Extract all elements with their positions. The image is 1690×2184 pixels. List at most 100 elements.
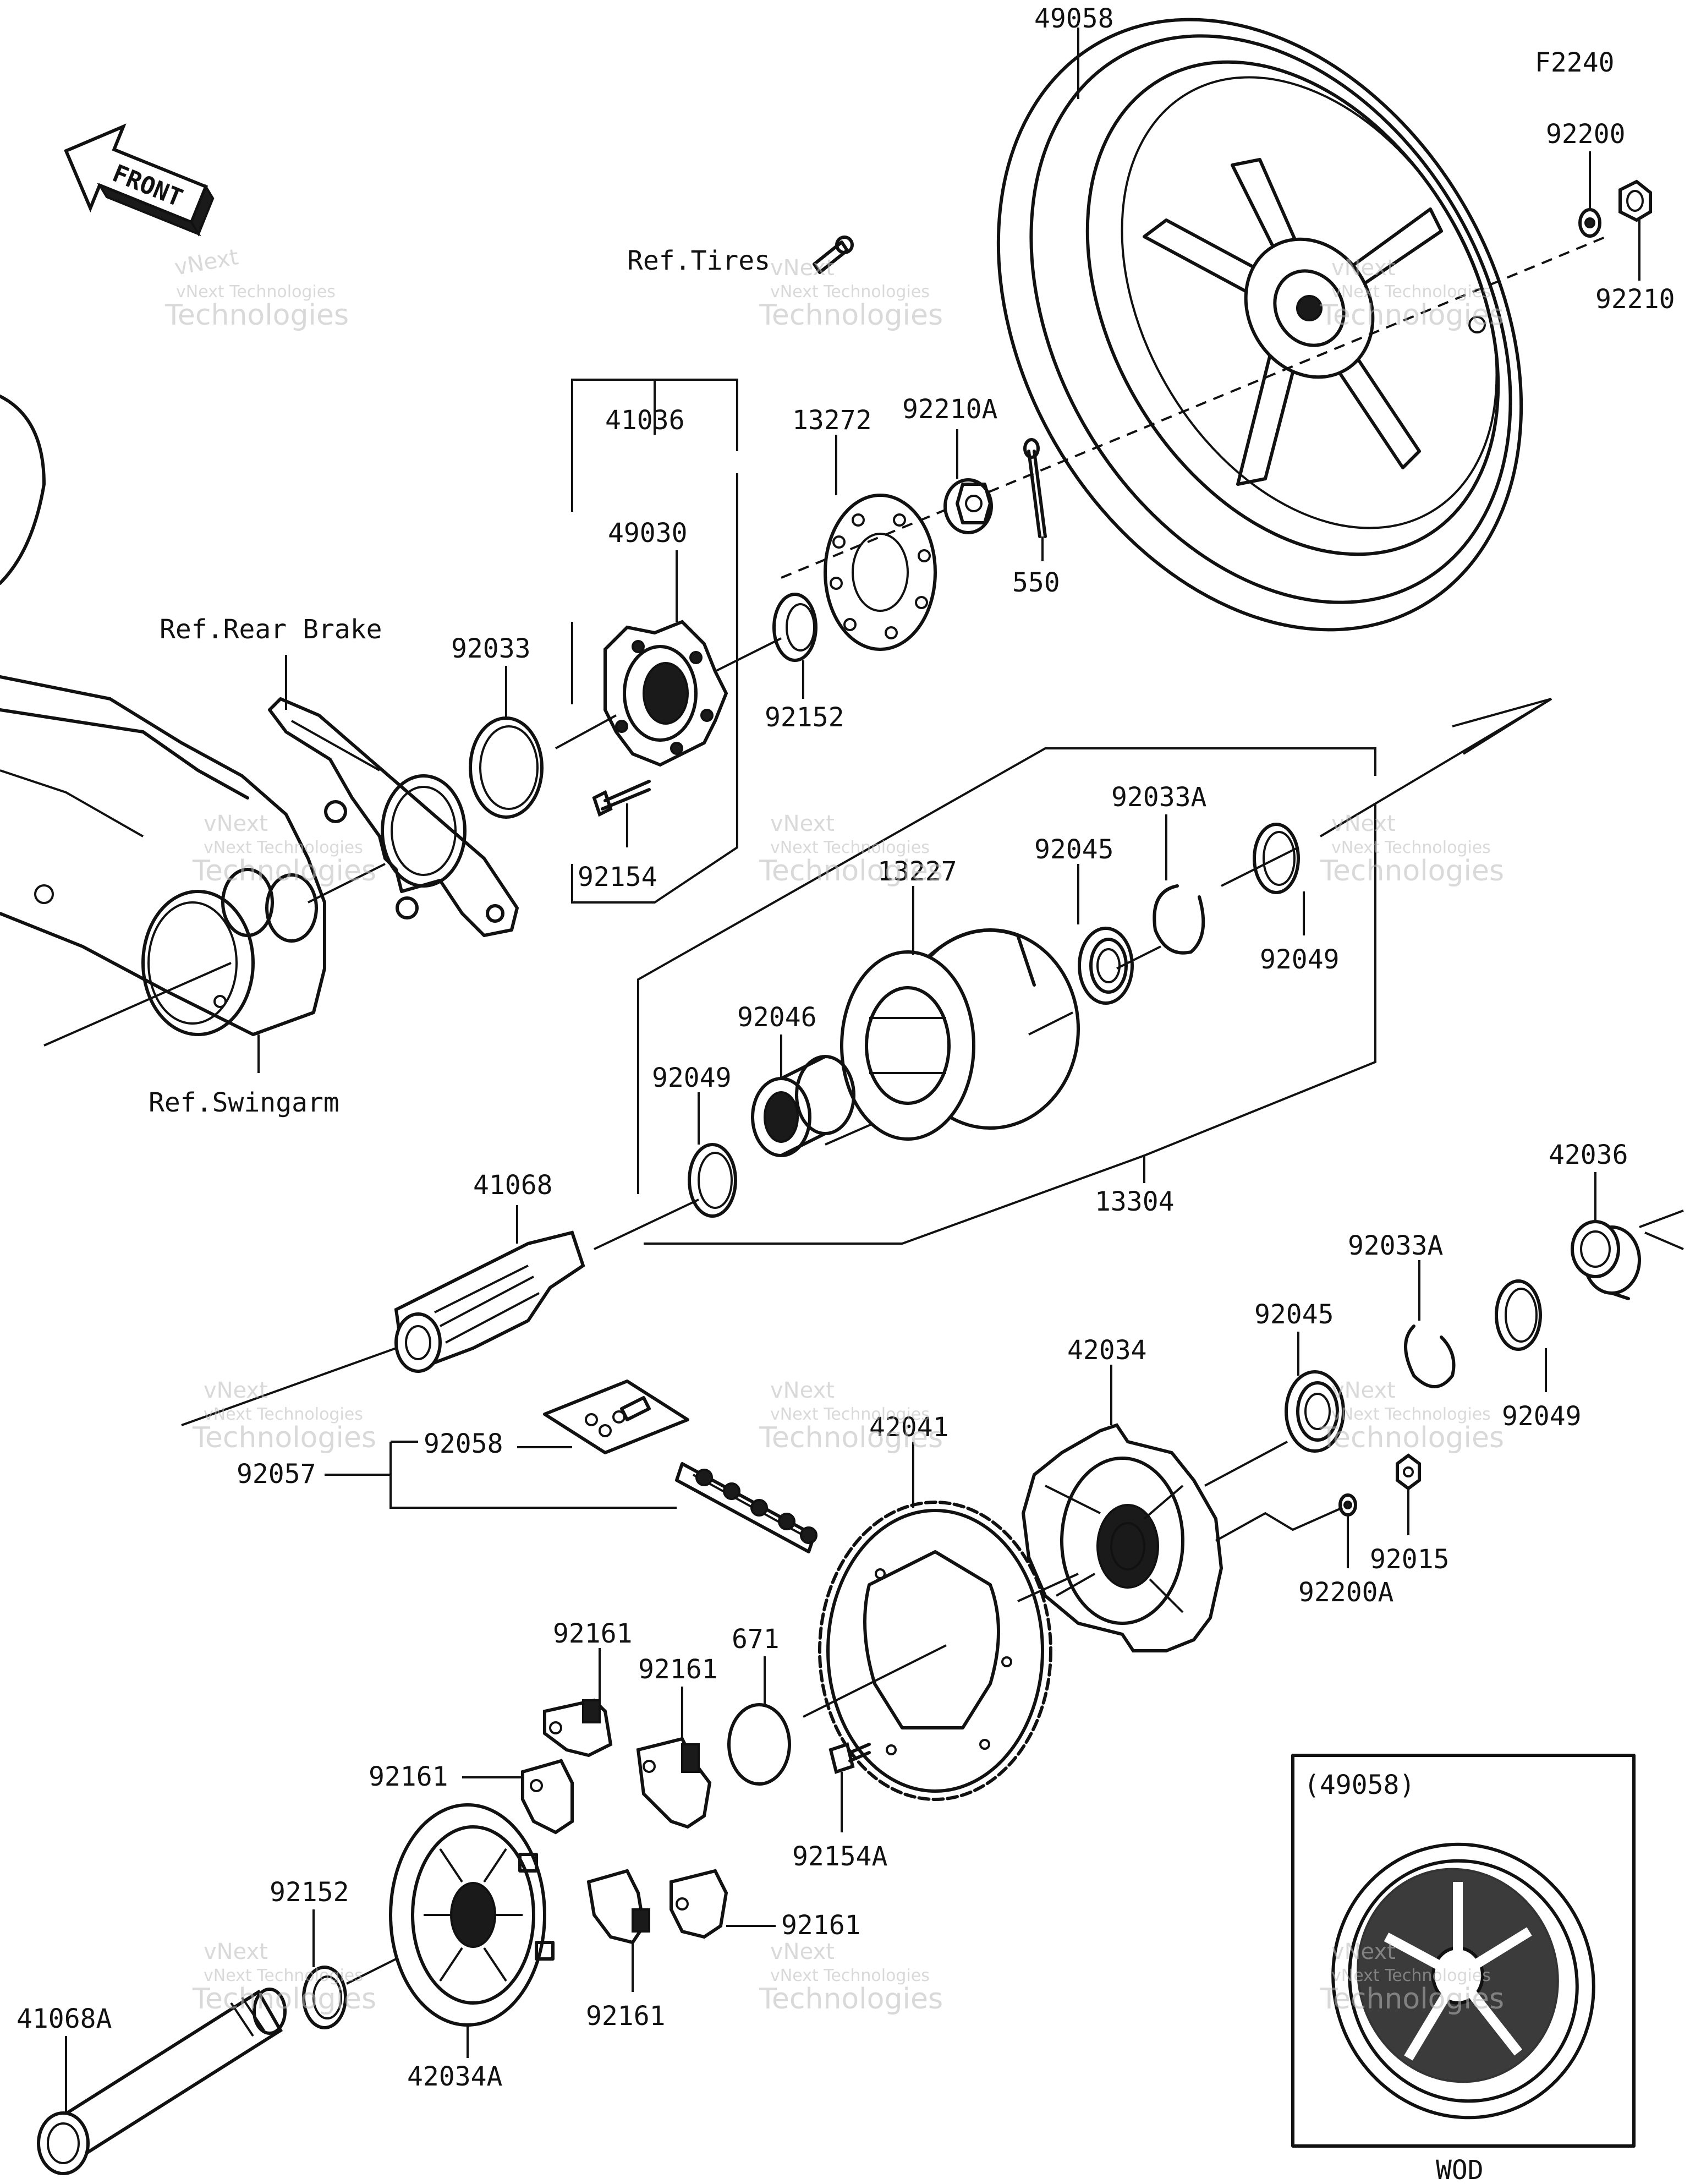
label-42041: 42041 (869, 1412, 949, 1443)
watermark-big: Technologies (164, 299, 349, 332)
label-92049-top-right: 92049 (1260, 944, 1340, 975)
watermark-big: Technologies (1320, 1983, 1504, 2016)
watermark-tag: vNext (1331, 1939, 1396, 1964)
label-41068: 41068 (473, 1170, 553, 1201)
plate-13272 (824, 494, 937, 651)
label-92033: 92033 (451, 633, 531, 664)
tire-valve-icon (813, 236, 854, 274)
label-92161-b: 92161 (638, 1654, 718, 1685)
watermark-big: Technologies (759, 1421, 943, 1454)
swingarm (0, 395, 326, 1036)
watermark-line: vNext Technologies (770, 838, 930, 857)
coupling-axis (346, 1958, 397, 1985)
watermark-line: vNext Technologies (1331, 1405, 1491, 1424)
label-42034: 42034 (1067, 1335, 1147, 1366)
ref-tires: Ref.Tires (627, 245, 770, 276)
nut-92210A (943, 478, 993, 534)
bolt-92154A (828, 1742, 871, 1774)
watermark-big: Technologies (1320, 299, 1504, 332)
damper-92161-a (543, 1698, 613, 1758)
label-92058: 92058 (424, 1428, 503, 1459)
axle-41068 (394, 1230, 585, 1373)
damper-92161-e (670, 1869, 728, 1939)
carrier-13227 (840, 928, 1080, 1141)
watermark-tag: vNext (204, 1378, 268, 1403)
damper-92161-d (586, 1869, 650, 1945)
leader-92057 (325, 1441, 677, 1509)
bearing-92045-bottom (1285, 1370, 1345, 1453)
label-92057: 92057 (237, 1459, 316, 1490)
figure-code: F2240 (1535, 47, 1615, 78)
watermark-tag: vNext (770, 255, 835, 281)
watermark-line: vNext Technologies (770, 1966, 930, 1985)
bracket-13304 (637, 747, 1376, 1245)
label-41036: 41036 (605, 405, 685, 436)
label-92161-a: 92161 (553, 1618, 633, 1649)
label-92161-e: 92161 (781, 1910, 861, 1941)
label-41068A: 41068A (17, 2004, 112, 2034)
watermark-line: vNext Technologies (770, 282, 930, 302)
ref-swingarm: Ref.Swingarm (149, 1087, 339, 1118)
label-92045-top: 92045 (1034, 834, 1114, 865)
watermark-line: vNext Technologies (1331, 838, 1491, 857)
watermark-tag: vNext (204, 1939, 268, 1964)
inset-caption: WOD (1436, 2155, 1484, 2184)
label-550: 550 (1012, 567, 1060, 598)
seal-92049-bottom (1495, 1279, 1542, 1351)
watermark-big: Technologies (192, 855, 376, 888)
seal-92049-top-right (1253, 823, 1300, 894)
label-92045-bottom: 92045 (1254, 1299, 1334, 1330)
watermark-big: Technologies (759, 1983, 943, 2016)
hub-42034 (1021, 1423, 1223, 1652)
watermark-tag: vNext (204, 811, 268, 836)
watermark-big: Technologies (192, 1421, 376, 1454)
watermark-group: vNext vNext Technologies Technologies vN… (164, 244, 1504, 2016)
label-92033A-bottom: 92033A (1348, 1230, 1443, 1261)
watermark-big: Technologies (759, 855, 943, 888)
label-92154: 92154 (578, 862, 657, 893)
label-92015: 92015 (1370, 1544, 1450, 1575)
watermark-tag: vNext (770, 1939, 835, 1964)
label-671: 671 (732, 1624, 780, 1655)
label-13227: 13227 (877, 856, 957, 887)
watermark-line: vNext Technologies (204, 838, 363, 857)
watermark-tag: vNext (770, 811, 835, 836)
label-92154A: 92154A (792, 1841, 887, 1872)
axle-axis (181, 1347, 397, 1426)
sprocket-axis (803, 1573, 1079, 1718)
cotter-pin-550 (1023, 438, 1047, 538)
damper-92161-c (521, 1759, 574, 1835)
seal-92049-top-left (688, 1143, 737, 1218)
inset-ref: (49058) (1304, 1770, 1415, 1800)
coupling-42034A (389, 1803, 555, 2027)
rear-brake-bracket (268, 697, 519, 937)
watermark-big: Technologies (1320, 855, 1504, 888)
chain-92057 (675, 1462, 817, 1553)
watermark-tag: vNext (1331, 1378, 1396, 1403)
label-92161-d: 92161 (586, 2001, 666, 2032)
watermark-big: Technologies (192, 1983, 376, 2016)
watermark-tag: vNext (1331, 255, 1396, 281)
circlip-92033A-bottom (1404, 1324, 1456, 1388)
bearing-92045-top (1078, 927, 1134, 1005)
hub-axis (555, 637, 782, 749)
swingarm-axis (43, 863, 386, 1047)
watermark-tag: vNext (770, 1378, 835, 1403)
label-92152-top: 92152 (765, 702, 844, 733)
sprocket-42041 (818, 1501, 1052, 1801)
watermark-tag: vNext (1331, 811, 1396, 836)
bolt-92154 (592, 780, 651, 817)
axis-arrow (1452, 698, 1552, 755)
label-49030: 49030 (608, 518, 688, 549)
sleeve-41068A (37, 1988, 287, 2175)
label-92049-top-left: 92049 (652, 1063, 732, 1093)
label-42036: 42036 (1549, 1140, 1628, 1170)
ref-rear-brake: Ref.Rear Brake (160, 614, 382, 645)
collar-42036 (1571, 1220, 1641, 1300)
label-92049-bottom: 92049 (1502, 1401, 1582, 1432)
flange-49030 (603, 620, 728, 767)
washer-92200 (1578, 208, 1601, 238)
watermark-big: Technologies (1320, 1421, 1504, 1454)
seal-92152-top (772, 593, 817, 662)
watermark-line: vNext Technologies (176, 282, 336, 302)
